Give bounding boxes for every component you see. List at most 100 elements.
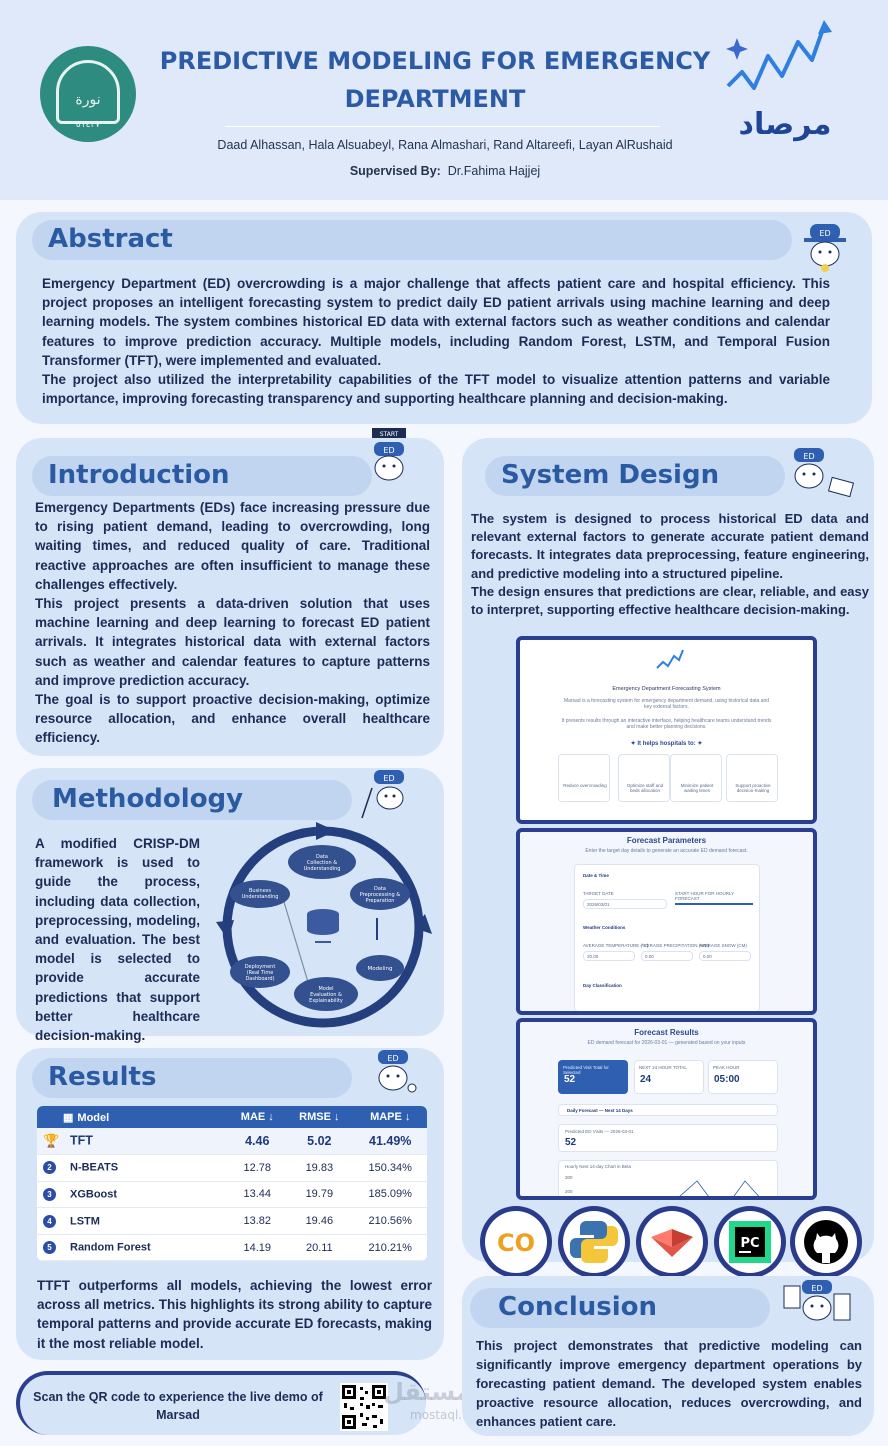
introduction-paragraph-2: This project presents a data-driven solu… (35, 596, 430, 688)
model-cell: 🏆 TFT (37, 1128, 230, 1156)
introduction-text: Emergency Departments (EDs) face increas… (35, 498, 430, 748)
home-card: Optimize staff and beds allocation (618, 754, 670, 802)
cycle-node-modeling: Modeling (356, 955, 404, 981)
python-logo-icon (558, 1206, 630, 1278)
parameters-title: Forecast Parameters (626, 836, 707, 845)
svg-text:Deployment: Deployment (245, 964, 276, 970)
rank-badge: 4 (43, 1214, 56, 1228)
home-title: Emergency Department Forecasting System (612, 686, 721, 692)
app-screenshot-parameters: Forecast Parameters Enter the target day… (516, 828, 817, 1015)
home-line-1: Marsad is a forecasting system for emerg… (563, 698, 770, 710)
introduction-heading: Introduction (48, 460, 230, 490)
precipitation-label: AVERAGE PRECIPITATION (MM) (641, 943, 710, 948)
methodology-heading-bar: Methodology (32, 780, 352, 820)
watermark-arabic: مستقل (383, 1378, 471, 1406)
mape-cell: 210.21% (353, 1234, 427, 1262)
model-cell: 5 Random Forest (37, 1234, 230, 1262)
predicted-visits-card: Predicted ED Visits — 2026-03-01 52 (558, 1124, 778, 1152)
home-card: Reduce overcrowding (558, 754, 610, 802)
kpi-card-primary: Predicted Visit Total for Selected 52 (558, 1060, 628, 1094)
supervisor-line: Supervised By: Dr.Fahima Hajjej (150, 164, 740, 178)
column-header-mape: MAPE ↓ (353, 1106, 427, 1128)
qr-demo-text: Scan the QR code to experience the live … (33, 1390, 323, 1422)
rmse-cell: 20.11 (285, 1234, 354, 1262)
feedback-arrow (283, 901, 309, 983)
home-card-label: Optimize staff and beds allocation (626, 783, 664, 793)
methodology-heading: Methodology (52, 784, 244, 814)
system-design-paragraph-1: The system is designed to process histor… (471, 511, 869, 581)
hourly-chart-label: Hourly Next 14-day Chart in Beta (565, 1164, 632, 1169)
hourly-chart-card: Hourly Next 14-day Chart in Beta 300 200 (558, 1160, 778, 1196)
rmse-cell: 5.02 (285, 1128, 354, 1156)
home-card: Support proactive decision-making (726, 754, 778, 802)
home-card-label: Minimize patient waiting times (680, 783, 714, 793)
target-date-input[interactable]: 2026/03/01 (583, 899, 667, 909)
predicted-visits-value: 52 (565, 1137, 577, 1148)
svg-text:Explainability: Explainability (309, 998, 343, 1004)
introduction-heading-bar: Introduction (32, 456, 372, 496)
kpi-value: 05:00 (714, 1074, 740, 1085)
university-logo-text: ٥١٤٢٧ (75, 120, 101, 130)
svg-text:Data: Data (316, 854, 328, 860)
svg-text:Business: Business (249, 888, 271, 894)
kpi-label: Predicted Visit Total for Selected (563, 1065, 609, 1075)
cycle-arrow-icon (216, 920, 234, 940)
app-screenshot-results: Forecast Results ED demand forecast for … (516, 1018, 817, 1200)
predicted-visits-label: Predicted ED Visits — 2026-03-01 (565, 1129, 634, 1134)
trophy-icon: 🏆 (43, 1133, 60, 1149)
model-name: TFT (70, 1133, 93, 1148)
svg-text:Dashboard): Dashboard) (245, 976, 274, 982)
snow-value: 0.00 (703, 954, 712, 959)
kpi-value: 52 (564, 1074, 576, 1085)
svg-text:Evaluation &: Evaluation & (310, 992, 342, 998)
trend-line-icon (726, 25, 826, 90)
parameters-subtitle: Enter the target day details to generate… (585, 848, 748, 854)
snow-label: AVERAGE SNOW (CM) (699, 943, 747, 948)
rank-badge: 5 (43, 1241, 56, 1255)
abstract-heading: Abstract (48, 224, 173, 254)
conclusion-text: This project demonstrates that predictiv… (476, 1338, 862, 1429)
mae-cell: 12.78 (229, 1154, 286, 1182)
authors: Daad Alhassan, Hala Alsuabeyl, Rana Alma… (217, 138, 673, 152)
temperature-input[interactable]: 20.00 (583, 951, 635, 961)
abstract-paragraph-1: Emergency Department (ED) overcrowding i… (42, 276, 830, 368)
mae-cell: 13.44 (229, 1181, 286, 1209)
marsad-logo-text: مرصاد (739, 107, 832, 142)
mape-cell: 210.56% (353, 1207, 427, 1235)
conclusion-heading: Conclusion (498, 1292, 658, 1322)
hourly-chart-line (679, 1180, 760, 1196)
github-logo-icon (790, 1206, 862, 1278)
results-table: ▦Model MAE ↓ RMSE ↓ MAPE ↓ 🏆TFT 4.46 5.0… (37, 1106, 427, 1262)
kpi-value: 24 (640, 1074, 652, 1085)
home-card: Minimize patient waiting times (670, 754, 722, 802)
rank-badge: 2 (43, 1161, 56, 1175)
streamlit-logo-icon (636, 1206, 708, 1278)
hourly-chart-axis-label: 300 (565, 1175, 573, 1180)
svg-text:Collection &: Collection & (307, 860, 337, 866)
hourly-chart-axis-label: 200 (565, 1189, 573, 1194)
precipitation-input[interactable]: 0.00 (641, 951, 693, 961)
conclusion-heading-bar: Conclusion (470, 1288, 770, 1328)
poster-header (0, 0, 888, 200)
sparkle-icon (726, 38, 748, 60)
qr-code-icon[interactable] (340, 1383, 388, 1431)
pycharm-logo-icon: PC (714, 1206, 786, 1278)
home-card-label: Reduce overcrowding (563, 783, 607, 788)
snow-input[interactable]: 0.00 (699, 951, 751, 961)
model-name: Random Forest (70, 1241, 151, 1254)
system-design-heading: System Design (501, 460, 720, 490)
mape-cell: 185.09% (353, 1181, 427, 1209)
column-header-model: ▦Model (37, 1106, 230, 1128)
university-logo-script: نورة (75, 92, 100, 108)
mape-cell: 41.49% (353, 1128, 427, 1156)
results-table-header: ▦Model MAE ↓ RMSE ↓ MAPE ↓ (37, 1106, 427, 1128)
start-hour-slider[interactable] (675, 903, 753, 905)
